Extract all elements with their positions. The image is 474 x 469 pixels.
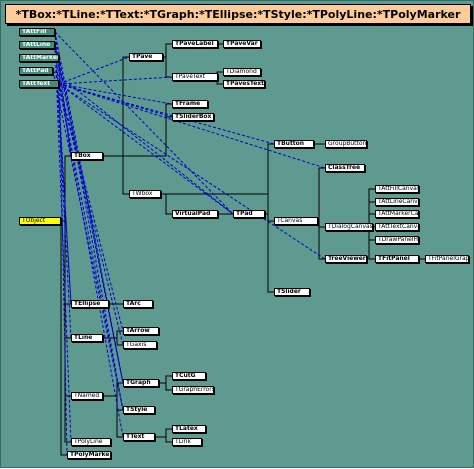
class-node-virtualpad[interactable]: VirtualPad	[172, 210, 218, 218]
attribute-link-line	[58, 83, 124, 332]
diagram-title: *TBox:*TLine:*TText:*TGraph:*TEllipse:*T…	[5, 4, 471, 24]
inheritance-line	[368, 188, 375, 228]
inheritance-line	[163, 56, 172, 78]
inheritance-line	[103, 56, 129, 157]
class-node-tpolymarker[interactable]: TPolyMarker	[67, 451, 111, 459]
class-node-tfitpanel[interactable]: TFitPanel	[375, 255, 419, 263]
attribute-link-line	[58, 56, 130, 85]
attribute-link-line	[58, 83, 124, 411]
class-node-tattmarkercanvas[interactable]: TAttMarkerCanvas	[375, 210, 419, 218]
class-node-tattmarker[interactable]: TAttMarker	[19, 54, 59, 62]
attribute-link-line	[54, 31, 72, 157]
class-node-tarrow[interactable]: TArrow	[123, 327, 159, 335]
attribute-link-line	[54, 31, 234, 215]
class-node-tattpad[interactable]: TAttPad	[19, 67, 53, 75]
attribute-link-line	[58, 83, 326, 169]
class-node-tattline[interactable]: TAttLine	[19, 41, 55, 49]
class-node-twbox[interactable]: TWbox	[129, 190, 161, 198]
attribute-link-line	[54, 31, 72, 305]
class-node-groupbutton[interactable]: GroupButton	[325, 140, 367, 148]
inheritance-line	[265, 213, 274, 293]
class-node-tbox[interactable]: TBox	[71, 152, 103, 160]
class-node-tlink[interactable]: TLink	[172, 438, 202, 446]
inheritance-line	[61, 220, 71, 443]
inheritance-line	[318, 220, 325, 260]
inheritance-line	[159, 382, 172, 391]
class-node-tpave[interactable]: TPave	[129, 53, 163, 61]
inheritance-line	[103, 337, 123, 346]
inheritance-line	[103, 116, 172, 157]
attribute-link-line	[54, 44, 124, 384]
class-node-tgaxis[interactable]: TGaxis	[123, 341, 157, 349]
class-node-tlatex[interactable]: TLatex	[172, 425, 206, 433]
class-node-tframe[interactable]: TFrame	[172, 100, 208, 108]
class-node-tslider[interactable]: TSlider	[274, 288, 310, 296]
attribute-link-line	[58, 83, 326, 260]
class-node-tnamed[interactable]: TNamed	[71, 392, 103, 400]
inheritance-line	[103, 103, 172, 157]
class-node-tbutton[interactable]: TButton	[274, 140, 314, 148]
attribute-link-line	[54, 44, 72, 157]
class-node-tpavestext[interactable]: TPavesText	[223, 80, 265, 88]
class-node-tgraph[interactable]: TGraph	[123, 379, 159, 387]
class-node-tcanvas[interactable]: TCanvas	[274, 217, 318, 225]
attribute-link-line	[58, 57, 124, 384]
inheritance-line	[161, 193, 274, 293]
class-node-tcutg[interactable]: TCutG	[172, 372, 206, 380]
attribute-link-line	[58, 57, 124, 411]
inheritance-line	[103, 155, 129, 195]
attribute-link-line	[58, 57, 68, 456]
class-node-tfitpanelgraph[interactable]: TFitPanelGraph	[425, 255, 469, 263]
inheritance-line	[161, 143, 274, 195]
attribute-link-line	[54, 44, 72, 339]
class-node-tpavevar[interactable]: TPaveVar	[223, 40, 261, 48]
inheritance-line	[159, 375, 172, 384]
attribute-link-line	[58, 83, 275, 145]
inheritance-line	[161, 193, 172, 215]
class-node-tsliderbox[interactable]: TSliderBox	[172, 113, 214, 121]
class-node-tattfill[interactable]: TAttFill	[19, 28, 55, 36]
class-node-tattfillcanvas[interactable]: TAttFillCanvas	[375, 185, 419, 193]
attribute-link-line	[54, 44, 72, 305]
class-node-tobject[interactable]: TObject	[19, 217, 61, 225]
class-node-tline[interactable]: TLine	[71, 334, 103, 342]
inheritance-line	[265, 143, 274, 215]
inheritance-line	[103, 395, 123, 411]
class-node-classtree[interactable]: ClassTree	[325, 164, 365, 172]
attribute-link-line	[58, 83, 234, 215]
class-node-tarc[interactable]: TArc	[123, 300, 153, 308]
attribute-link-line	[52, 70, 234, 215]
inheritance-line	[318, 167, 325, 222]
class-node-tdialogcanvas[interactable]: TDialogCanvas	[325, 223, 373, 231]
class-node-treeviewer[interactable]: TreeViewer	[325, 255, 367, 263]
class-node-tellipse[interactable]: TEllipse	[71, 300, 109, 308]
class-node-tattlinecanvas[interactable]: TAttLineCanvas	[375, 198, 419, 206]
class-node-tpad[interactable]: TPad	[233, 210, 265, 218]
class-node-tpavetext[interactable]: TPaveText	[172, 73, 218, 81]
inheritance-line	[155, 428, 172, 438]
inheritance-line	[60, 221, 67, 456]
attribute-link-line	[54, 44, 72, 443]
inheritance-line	[155, 436, 172, 443]
class-node-tatttext[interactable]: TAttText	[19, 80, 59, 88]
class-node-tgrapherrors[interactable]: TGraphErrors	[172, 386, 214, 394]
class-node-tpolyline[interactable]: TPolyLine	[71, 438, 111, 446]
class-node-tdrawpanelhist[interactable]: TDrawPanelHist	[375, 236, 419, 244]
class-node-tstyle[interactable]: TStyle	[123, 406, 155, 414]
class-node-tpavelabel[interactable]: TPaveLabel	[172, 40, 218, 48]
inheritance-line	[103, 395, 123, 438]
class-node-tatttextcanvas[interactable]: TAttTextCanvas	[375, 223, 419, 231]
class-node-ttext[interactable]: TText	[123, 433, 155, 441]
class-node-tdiamond[interactable]: TDiamond	[223, 68, 261, 76]
attribute-link-line	[52, 70, 124, 411]
inheritance-line	[163, 43, 172, 58]
attribute-link-line	[58, 76, 173, 85]
